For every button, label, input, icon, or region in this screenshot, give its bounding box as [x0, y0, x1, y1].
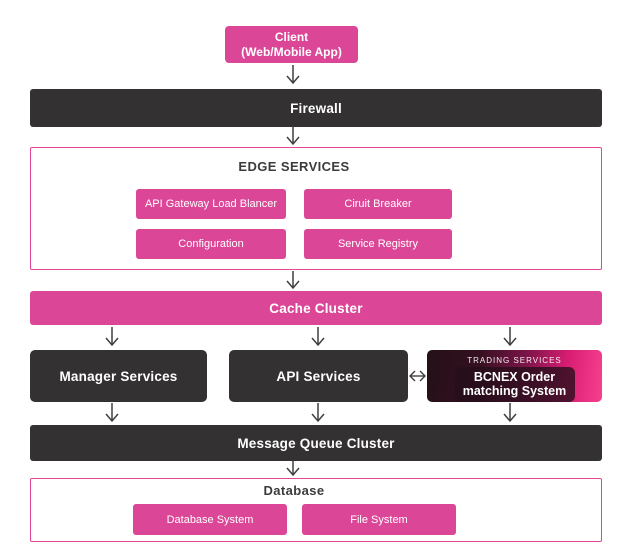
- circuit-breaker-node: Ciruit Breaker: [304, 189, 452, 219]
- api-services-node: API Services: [229, 350, 408, 402]
- firewall-label: Firewall: [290, 100, 342, 116]
- manager-services-node: Manager Services: [30, 350, 207, 402]
- down-arrow-icon: [502, 403, 518, 423]
- client-node: Client (Web/Mobile App): [225, 26, 358, 63]
- manager-services-label: Manager Services: [59, 368, 178, 384]
- trading-services-tag: TRADING SERVICES: [467, 356, 562, 365]
- edge-services-title: EDGE SERVICES: [238, 159, 350, 174]
- client-label: Client (Web/Mobile App): [241, 29, 342, 59]
- cache-cluster-label: Cache Cluster: [269, 300, 363, 316]
- down-arrow-icon: [285, 65, 301, 85]
- edge-services-group: EDGE SERVICES API Gateway Load Blancer C…: [30, 147, 602, 270]
- down-arrow-icon: [502, 327, 518, 347]
- down-arrow-icon: [104, 403, 120, 423]
- down-arrow-icon: [104, 327, 120, 347]
- bcnex-order-matching-label: BCNEX Order matching System: [454, 367, 575, 402]
- down-arrow-icon: [310, 403, 326, 423]
- down-arrow-icon: [310, 327, 326, 347]
- firewall-node: Firewall: [30, 89, 602, 127]
- database-group: Database Database System File System: [30, 478, 602, 542]
- message-queue-label: Message Queue Cluster: [237, 435, 395, 451]
- cache-cluster-node: Cache Cluster: [30, 291, 602, 325]
- left-right-arrow-icon: [408, 369, 427, 383]
- message-queue-node: Message Queue Cluster: [30, 425, 602, 461]
- down-arrow-icon: [285, 271, 301, 290]
- configuration-node: Configuration: [136, 229, 286, 259]
- service-registry-node: Service Registry: [304, 229, 452, 259]
- database-title: Database: [263, 483, 325, 498]
- api-gateway-node: API Gateway Load Blancer: [136, 189, 286, 219]
- api-services-label: API Services: [276, 368, 361, 384]
- down-arrow-icon: [285, 461, 301, 477]
- down-arrow-icon: [285, 126, 301, 146]
- trading-services-node: TRADING SERVICES BCNEX Order matching Sy…: [427, 350, 602, 402]
- file-system-node: File System: [302, 504, 456, 535]
- database-system-node: Database System: [133, 504, 287, 535]
